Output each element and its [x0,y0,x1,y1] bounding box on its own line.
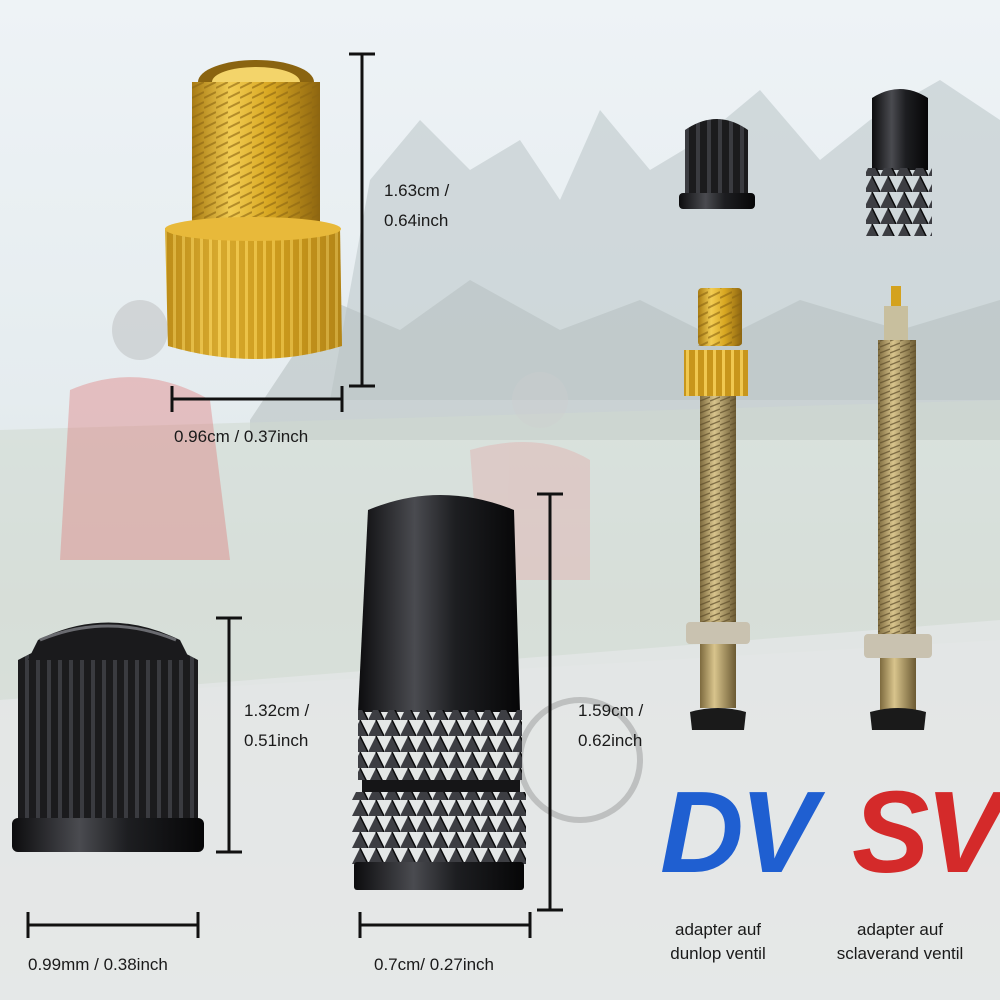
dv-caption: adapter auf dunlop ventil [618,918,818,966]
small-black-cap [12,622,204,852]
adapter-height-inch: 0.64inch [384,211,449,230]
dunlop-valve [684,288,750,730]
sv-badge: SV [852,767,1000,897]
brass-adapter [165,60,342,359]
cap-width-label: 0.99mm / 0.38inch [28,955,168,974]
presta-cap-small [866,89,932,236]
dunlop-cap-small [679,119,755,209]
tall-cap-height-label: 1.59cm / 0.62inch [578,696,643,756]
tall-black-cap [352,495,526,890]
dv-caption-line1: adapter auf [674,920,761,939]
sclaverand-valve [864,286,932,730]
tall-cap-height-inch: 0.62inch [578,731,643,750]
sv-caption: adapter auf sclaverand ventil [800,918,1000,966]
adapter-width-label: 0.96cm / 0.37inch [174,427,309,446]
dimension-lines [26,52,563,938]
tall-cap-height-cm: 1.59cm / [578,701,644,720]
sv-caption-line2: sclaverand ventil [836,944,964,963]
adapter-height-label: 1.63cm / 0.64inch [384,176,449,236]
adapter-height-cm: 1.63cm / [384,181,450,200]
dv-caption-line2: dunlop ventil [670,944,766,963]
dv-badge: DV [660,767,817,897]
cap-height-label: 1.32cm / 0.51inch [244,696,309,756]
cap-height-inch: 0.51inch [244,731,309,750]
tall-cap-width-label: 0.7cm/ 0.27inch [374,955,495,974]
cap-height-cm: 1.32cm / [244,701,310,720]
sv-caption-line1: adapter auf [856,920,943,939]
